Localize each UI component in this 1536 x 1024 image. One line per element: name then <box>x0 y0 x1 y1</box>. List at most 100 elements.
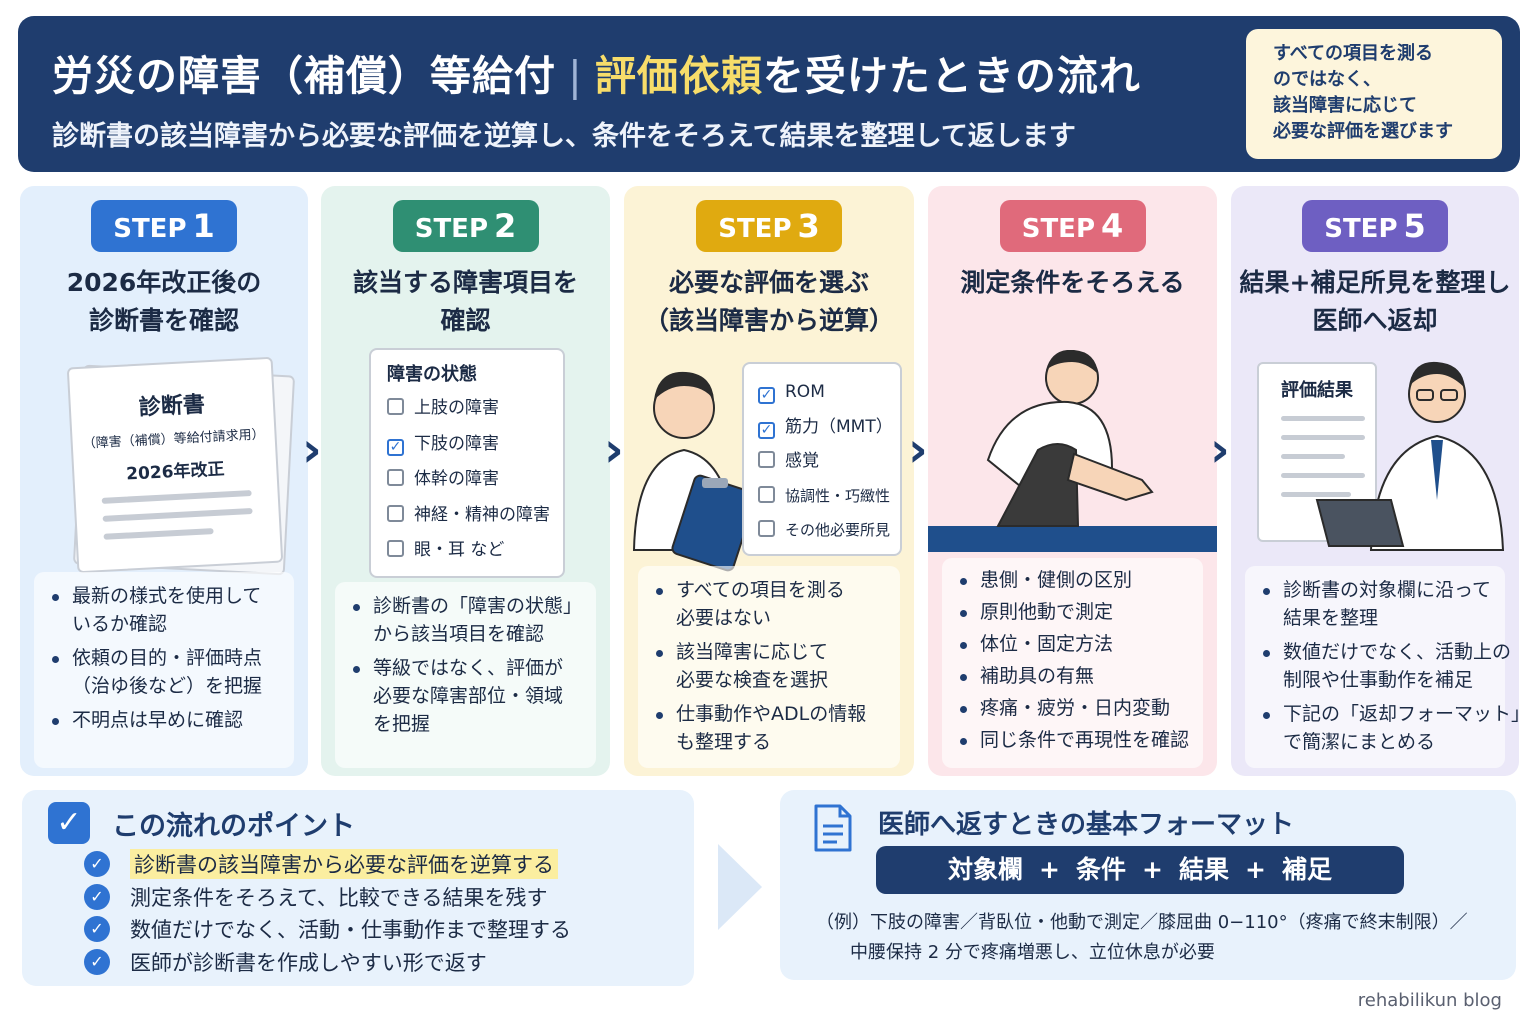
note-line: すべての項目を測る <box>1273 43 1434 64</box>
list-item: 不明点は早めに確認 <box>48 706 284 734</box>
list-item: 該当障害に応じて必要な検査を選択 <box>652 638 890 694</box>
therapist-with-clipboard-illustration <box>632 371 757 572</box>
step-3-title: 必要な評価を選ぶ（該当障害から逆算） <box>643 268 894 335</box>
format-example: （例）下肢の障害／背臥位・他動で測定／膝屈曲 0−110°（疼痛で終末制限）／ … <box>816 912 1468 963</box>
list-item: ✓数値だけでなく、活動・仕事動作まで整理する <box>84 913 571 946</box>
format-title: 医師へ返すときの基本フォーマット <box>878 810 1295 840</box>
checkbox-checked-icon: ✓ <box>387 438 404 456</box>
check-icon: ✓ <box>84 883 110 910</box>
knee-measurement-illustration <box>928 350 1217 552</box>
evaluation-result-document: 評価結果 <box>1257 362 1377 542</box>
return-format-panel: 医師へ返すときの基本フォーマット 対象欄+条件+結果+補足 （例）下肢の障害／背… <box>780 790 1516 980</box>
list-item: 診断書の対象欄に沿って結果を整理 <box>1259 576 1495 632</box>
list-item: ✓測定条件をそろえて、比較できる結果を残す <box>84 881 571 914</box>
format-formula: 対象欄+条件+結果+補足 <box>876 846 1404 894</box>
check-icon: ✓ <box>84 916 110 943</box>
checkbox-icon <box>387 504 404 522</box>
disability-checklist: 障害の状態 上肢の障害 ✓下肢の障害 体幹の障害 神経・精神の障害 眼・耳 など <box>369 348 565 578</box>
checkbox-icon <box>758 485 775 503</box>
note-line: のではなく、 <box>1273 69 1381 90</box>
checklist-item: 感覚 <box>758 447 900 482</box>
check-icon: ✓ <box>84 948 110 975</box>
checkbox-icon <box>758 451 775 468</box>
checklist-item: ✓下肢の障害 <box>387 430 563 466</box>
doctor-with-laptop-illustration <box>1315 361 1505 551</box>
note-line: 必要な評価を選びます <box>1273 121 1453 142</box>
list-item: ✓医師が診断書を作成しやすい形で返す <box>84 946 571 979</box>
header-note: すべての項目を測る のではなく、 該当障害に応じて 必要な評価を選びます <box>1246 29 1502 159</box>
list-item: 最新の様式を使用しているか確認 <box>48 582 284 638</box>
checklist-item: その他必要所見 <box>758 516 900 551</box>
list-item: 等級ではなく、評価が必要な障害部位・領域を把握 <box>349 654 586 738</box>
step-5-bullets: 診断書の対象欄に沿って結果を整理 数値だけでなく、活動上の制限や仕事動作を補足 … <box>1245 566 1530 768</box>
document-icon <box>814 804 852 852</box>
header-banner: 労災の障害（補償）等給付|評価依頼を受けたときの流れ 診断書の該当障害から必要な… <box>18 16 1520 172</box>
list-item: 原則他動で測定 <box>956 598 1193 626</box>
list-item: 依頼の目的・評価時点（治ゆ後など）を把握 <box>48 644 284 700</box>
checkbox-checked-icon: ✓ <box>758 387 775 404</box>
chevron-right-icon: › <box>302 422 322 478</box>
list-item: すべての項目を測る必要はない <box>652 576 890 632</box>
document-year: 2026年改正 <box>125 459 225 485</box>
step-2-title: 該当する障害項目を確認 <box>352 268 578 335</box>
chevron-right-icon: › <box>1210 422 1230 478</box>
list-item: 下記の「返却フォーマット」で簡潔にまとめる <box>1259 700 1530 756</box>
list-item: 患側・健側の区別 <box>956 566 1193 594</box>
result-doc-title: 評価結果 <box>1281 380 1353 401</box>
list-item: 疼痛・疲労・日内変動 <box>956 694 1193 722</box>
footer-credit: rehabilikun blog <box>1357 990 1502 1011</box>
evaluation-checklist: ✓ROM ✓筋力（MMT） 感覚 協調性・巧緻性 その他必要所見 <box>742 362 902 556</box>
points-list: ✓診断書の該当障害から必要な評価を逆算する ✓測定条件をそろえて、比較できる結果… <box>84 848 571 978</box>
chevron-right-icon <box>718 844 762 930</box>
flow-points-panel: ✓ この流れのポイント ✓診断書の該当障害から必要な評価を逆算する ✓測定条件を… <box>22 790 694 986</box>
list-item: 補助具の有無 <box>956 662 1193 690</box>
checklist-item: 協調性・巧緻性 <box>758 482 900 517</box>
step-1-bullets: 最新の様式を使用しているか確認 依頼の目的・評価時点（治ゆ後など）を把握 不明点… <box>34 572 294 768</box>
step-3-bullets: すべての項目を測る必要はない 該当障害に応じて必要な検査を選択 仕事動作やADL… <box>638 566 900 768</box>
checklist-item: ✓ROM <box>758 378 900 413</box>
checkbox-icon <box>387 398 404 415</box>
note-line: 該当障害に応じて <box>1273 95 1417 116</box>
checklist-item: 眼・耳 など <box>387 536 563 572</box>
checkbox-icon <box>387 469 404 486</box>
document-title: 診断書 <box>138 392 206 421</box>
list-item: 体位・固定方法 <box>956 630 1193 658</box>
checkbox-icon <box>387 540 404 557</box>
step-4-bullets: 患側・健側の区別 原則他動で測定 体位・固定方法 補助具の有無 疼痛・疲労・日内… <box>942 558 1203 768</box>
page-title: 労災の障害（補償）等給付|評価依頼を受けたときの流れ <box>52 42 1141 102</box>
diagnosis-document: 診断書 （障害（補償）等給付請求用） 2026年改正 <box>66 356 284 574</box>
list-item: 数値だけでなく、活動上の制限や仕事動作を補足 <box>1259 638 1511 694</box>
checklist-item: ✓筋力（MMT） <box>758 413 900 448</box>
page-subtitle: 診断書の該当障害から必要な評価を逆算し、条件をそろえて結果を整理して返します <box>52 121 1076 152</box>
list-item: 仕事動作やADLの情報も整理する <box>652 700 890 756</box>
document-subtitle: （障害（補償）等給付請求用） <box>82 427 265 452</box>
title-highlight: 評価依頼 <box>594 52 763 100</box>
check-icon: ✓ <box>48 802 90 844</box>
title-separator: | <box>568 52 583 100</box>
list-item: 同じ条件で再現性を確認 <box>956 726 1193 754</box>
step-4-title: 測定条件をそろえる <box>960 268 1185 297</box>
step-2-bullets: 診断書の「障害の状態」から該当項目を確認 等級ではなく、評価が必要な障害部位・領… <box>335 582 596 768</box>
list-item: 診断書の「障害の状態」から該当項目を確認 <box>349 592 586 648</box>
step-5-title: 結果+補足所見を整理し医師へ返却 <box>1239 268 1511 335</box>
chevron-right-icon: › <box>604 422 624 478</box>
checklist-item: 神経・精神の障害 <box>387 501 563 537</box>
title-tail: を受けたときの流れ <box>762 52 1141 100</box>
title-main: 労災の障害（補償）等給付 <box>52 52 556 100</box>
checkbox-icon <box>758 520 775 537</box>
checkbox-checked-icon: ✓ <box>758 421 775 439</box>
step-1-title: 2026年改正後の診断書を確認 <box>66 268 262 335</box>
checklist-item: 上肢の障害 <box>387 394 563 430</box>
check-icon: ✓ <box>84 851 110 878</box>
checklist-heading: 障害の状態 <box>387 364 477 385</box>
